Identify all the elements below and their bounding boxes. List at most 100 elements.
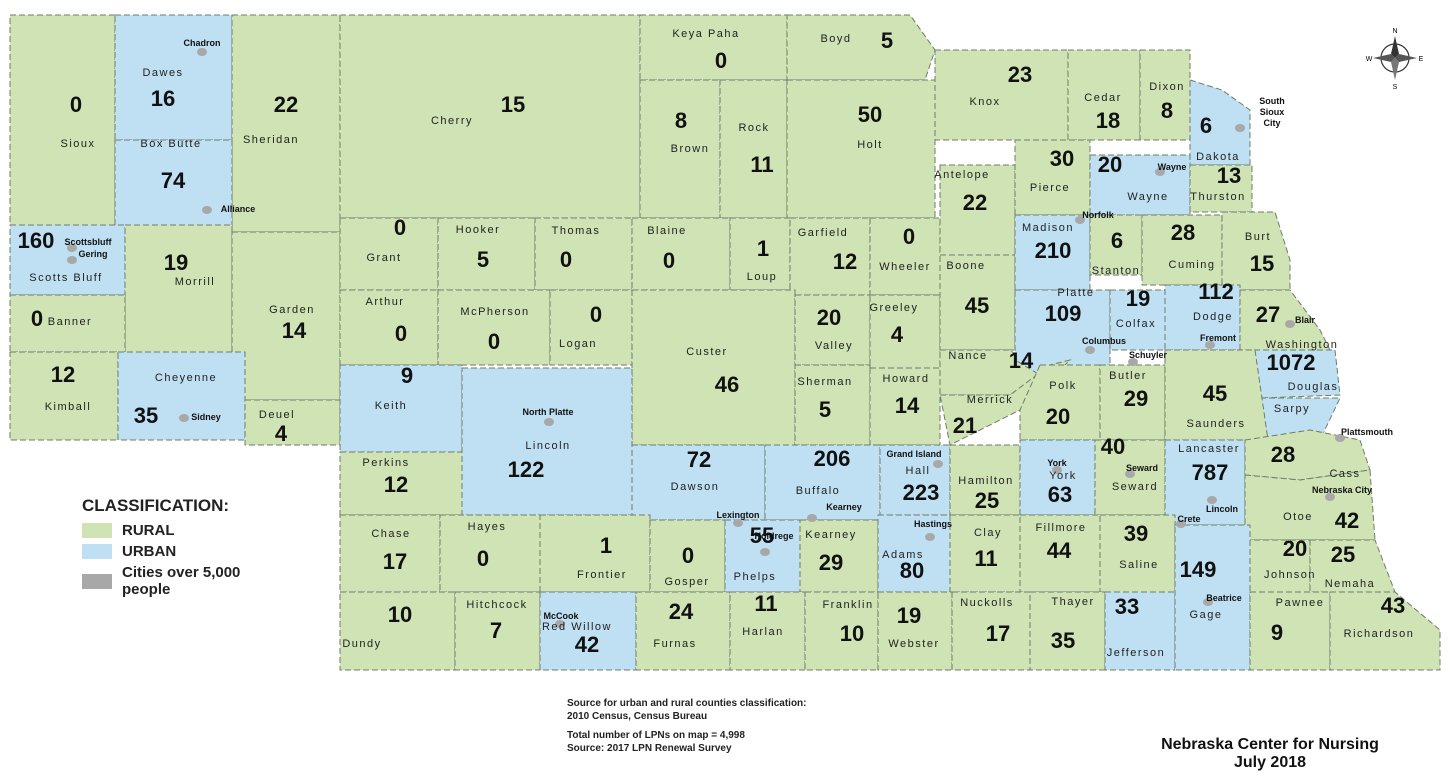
county-name-holt: Holt (857, 139, 883, 151)
county-name-nuckolls: Nuckolls (960, 597, 1014, 609)
county-franklin (804, 591, 879, 671)
county-value-custer: 46 (715, 372, 739, 397)
county-value-red-willow: 42 (575, 632, 599, 657)
county-value-dodge: 112 (1198, 279, 1234, 304)
county-name-mcpherson: McPherson (460, 306, 529, 318)
credit-date: July 2018 (1233, 754, 1307, 771)
county-name-custer: Custer (686, 346, 727, 358)
city-label-south-sioux-city-2: City (1263, 118, 1280, 128)
city-label-york-city: York (1047, 458, 1067, 468)
city-marker-south-sioux-city (1235, 124, 1245, 132)
county-deuel (244, 399, 341, 446)
county-richardson (1329, 591, 1441, 671)
county-value-morrill: 19 (164, 250, 188, 275)
city-label-alliance: Alliance (221, 204, 256, 214)
county-name-chase: Chase (371, 528, 410, 540)
county-name-jefferson: Jefferson (1107, 647, 1166, 659)
county-value-wayne: 20 (1098, 152, 1122, 177)
county-value-nuckolls: 17 (986, 621, 1010, 646)
county-name-perkins: Perkins (362, 457, 409, 469)
county-value-scotts-bluff: 160 (18, 228, 55, 253)
county-value-johnson: 20 (1283, 536, 1307, 561)
county-value-holt: 50 (858, 102, 882, 127)
county-value-hayes: 0 (477, 546, 489, 571)
county-value-jefferson: 33 (1115, 594, 1139, 619)
county-value-dundy: 10 (388, 602, 412, 627)
county-name-wheeler: Wheeler (879, 261, 930, 273)
city-marker-grand-island (933, 460, 943, 468)
county-name-hamilton: Hamilton (958, 475, 1013, 487)
city-label-holdrege: Holdrege (754, 531, 793, 541)
city-marker-beatrice (1203, 598, 1213, 606)
county-value-howard: 14 (895, 393, 920, 418)
county-value-madison: 210 (1035, 238, 1072, 263)
county-value-york: 63 (1048, 482, 1072, 507)
county-value-chase: 17 (383, 549, 407, 574)
county-value-gosper: 0 (682, 543, 694, 568)
city-label-wayne-city: Wayne (1158, 162, 1187, 172)
county-sioux (9, 14, 116, 226)
legend-item-rural: RURAL (82, 522, 262, 539)
county-name-red-willow: Red Willow (542, 621, 612, 633)
county-dawes (114, 14, 233, 141)
county-name-greeley: Greeley (869, 302, 918, 314)
city-marker-chadron (197, 48, 207, 56)
county-value-nemaha: 25 (1331, 542, 1355, 567)
city-marker-mccook (555, 620, 565, 628)
city-label-south-sioux-city-0: South (1259, 96, 1285, 106)
county-name-wayne: Wayne (1127, 191, 1168, 203)
county-value-hamilton: 25 (975, 488, 999, 513)
county-value-platte: 109 (1045, 301, 1082, 326)
compass-w: W (1366, 56, 1373, 63)
county-name-dakota: Dakota (1196, 151, 1240, 163)
county-value-adams: 80 (900, 558, 924, 583)
county-name-adams: Adams (882, 549, 924, 561)
county-name-seward: Seward (1112, 481, 1158, 493)
county-name-cass: Cass (1329, 468, 1360, 480)
county-value-perkins: 12 (384, 472, 408, 497)
county-name-loup: Loup (747, 271, 777, 283)
city-marker-lexington (733, 519, 743, 527)
legend-swatch-rural (82, 523, 112, 538)
county-value-saunders: 45 (1203, 381, 1227, 406)
county-name-banner: Banner (48, 316, 92, 328)
county-name-hayes: Hayes (468, 521, 507, 533)
county-value-hitchcock: 7 (490, 618, 502, 643)
county-boone (939, 254, 1016, 351)
county-name-nance: Nance (948, 350, 987, 362)
county-value-valley: 20 (817, 305, 841, 330)
county-blaine (631, 217, 731, 291)
county-holt (786, 79, 936, 219)
county-name-cuming: Cuming (1169, 259, 1216, 271)
county-value-antelope: 22 (963, 190, 987, 215)
county-name-howard: Howard (883, 373, 930, 385)
city-marker-seward-city (1125, 470, 1135, 478)
county-value-seward: 40 (1101, 434, 1125, 459)
county-name-brown: Brown (671, 143, 710, 155)
county-name-lincoln-west: Lincoln (525, 440, 570, 452)
county-value-sheridan: 22 (274, 92, 298, 117)
compass-s: S (1393, 84, 1398, 91)
county-value-loup: 1 (757, 236, 769, 261)
city-marker-nebraska-city (1325, 493, 1335, 501)
county-name-morrill: Morrill (175, 276, 215, 288)
city-label-plattsmouth: Plattsmouth (1341, 427, 1393, 437)
county-dakota (1189, 79, 1251, 166)
county-cheyenne (117, 351, 246, 441)
county-name-fillmore: Fillmore (1035, 522, 1086, 534)
city-marker-lincoln-city (1207, 496, 1217, 504)
county-value-saline: 39 (1124, 521, 1148, 546)
city-label-nebraska-city: Nebraska City (1312, 485, 1372, 495)
county-value-kimball: 12 (51, 362, 75, 387)
county-name-washington: Washington (1266, 339, 1339, 351)
county-name-webster: Webster (888, 638, 939, 650)
county-name-cheyenne: Cheyenne (155, 372, 217, 384)
county-value-thurston: 13 (1217, 163, 1241, 188)
city-label-scottsbluff: Scottsbluff (65, 237, 113, 247)
county-name-boyd: Boyd (820, 33, 851, 45)
city-marker-plattsmouth (1335, 434, 1345, 442)
county-value-cherry: 15 (501, 92, 525, 117)
county-value-phelps: 55 (750, 523, 774, 548)
county-value-fillmore: 44 (1047, 538, 1072, 563)
